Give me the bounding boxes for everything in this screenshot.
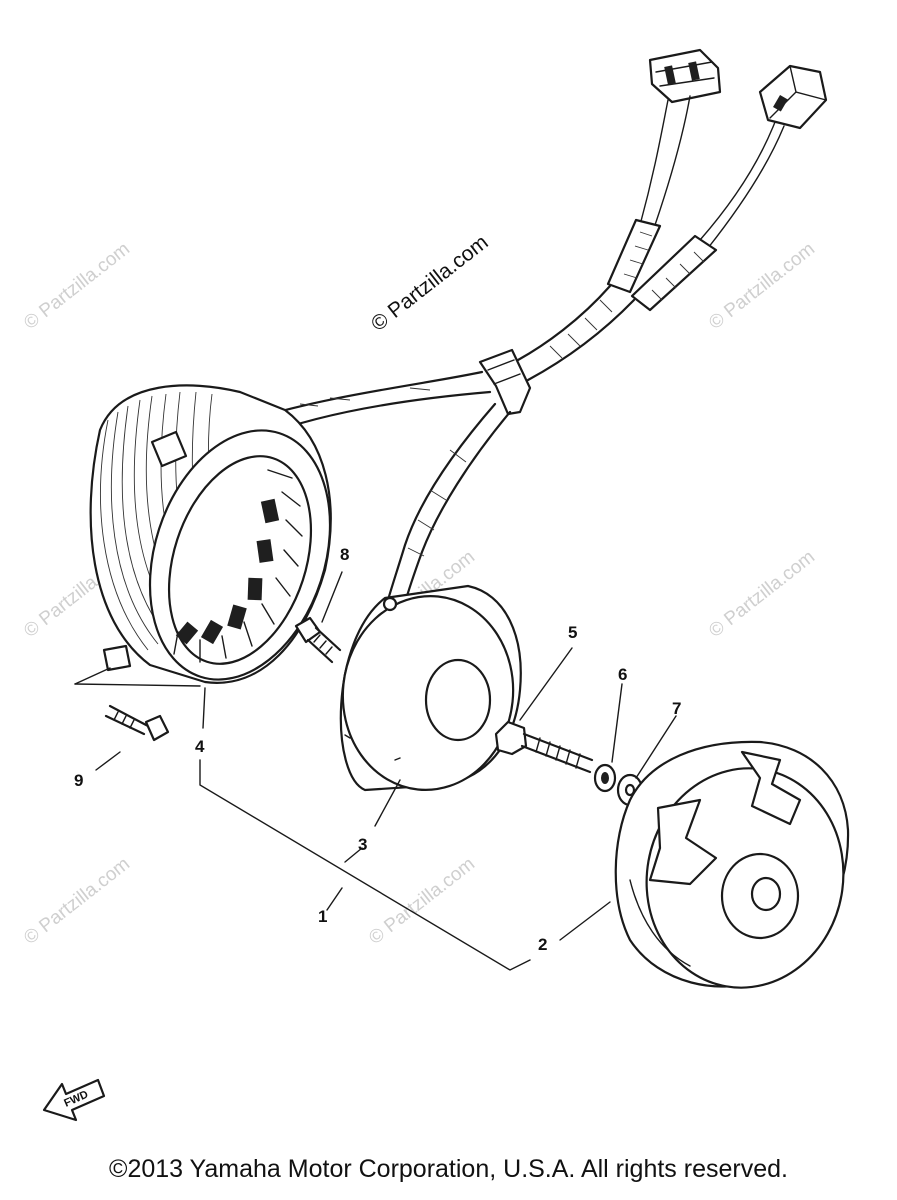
- callout-3: 3: [358, 835, 367, 854]
- callouts: 1 2 3 4 5 6 7 8 9: [74, 545, 681, 954]
- wire-harness: [248, 48, 828, 608]
- copyright-notice: ©2013 Yamaha Motor Corporation, U.S.A. A…: [109, 1155, 788, 1183]
- callout-2: 2: [538, 935, 547, 954]
- rotor: [614, 740, 850, 989]
- pickup-coil: [339, 584, 522, 792]
- callout-9: 9: [74, 771, 83, 790]
- watermark: © Partzilla.com: [705, 547, 819, 642]
- fwd-arrow: FWD: [42, 1078, 106, 1122]
- callout-8: 8: [340, 545, 349, 564]
- callout-6: 6: [618, 665, 627, 684]
- watermark: © Partzilla.com: [365, 854, 479, 949]
- watermark: © Partzilla.com: [20, 239, 134, 334]
- leader-lines: [74, 571, 677, 971]
- callout-5: 5: [568, 623, 577, 642]
- callout-1: 1: [318, 907, 327, 926]
- callout-4: 4: [195, 737, 205, 756]
- watermark: © Partzilla.com: [705, 239, 819, 334]
- washer-6: [593, 763, 617, 793]
- connector-left: [648, 48, 722, 104]
- callout-7: 7: [672, 699, 681, 718]
- watermark: © Partzilla.com: [20, 854, 134, 949]
- watermark-center: © Partzilla.com: [367, 231, 493, 336]
- connector-right: [758, 64, 828, 130]
- bolt-8: [294, 616, 342, 664]
- stator-assembly: [89, 384, 332, 684]
- bolt-5: [494, 720, 594, 774]
- bolt-9: [104, 704, 170, 742]
